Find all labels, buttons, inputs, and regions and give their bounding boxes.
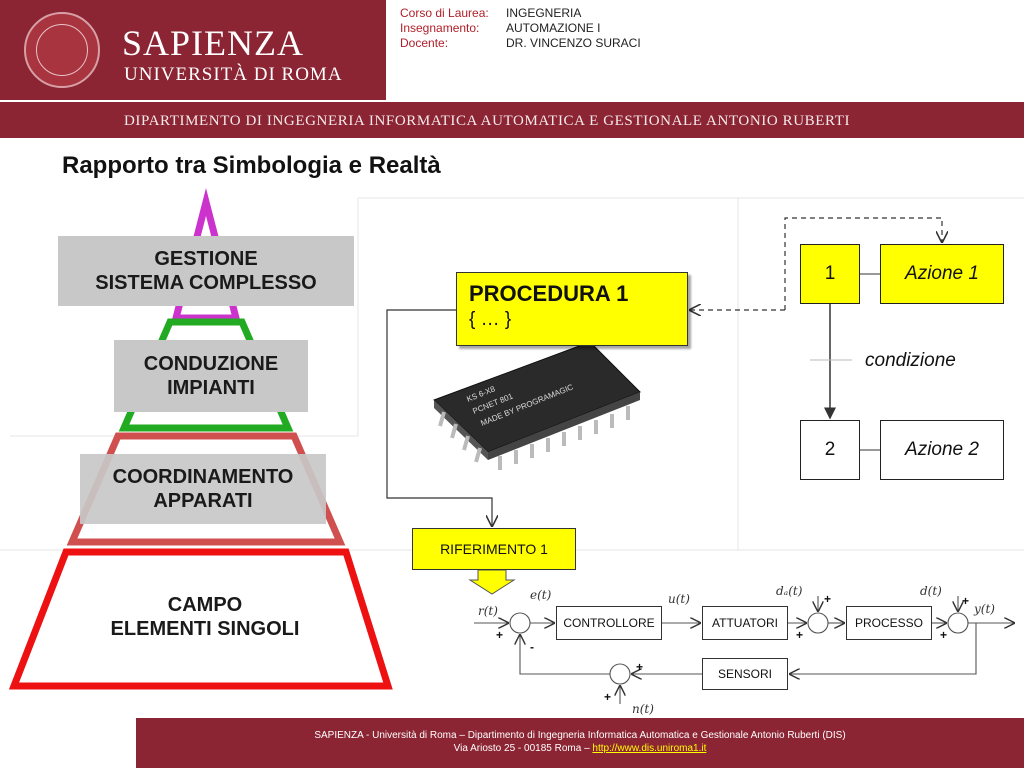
pyramid-label-conduzione: CONDUZIONE IMPIANTI (114, 340, 308, 412)
logo-subtitle: UNIVERSITÀ DI ROMA (124, 64, 343, 85)
slide-title: Rapporto tra Simbologia e Realtà (62, 152, 441, 179)
pyramid-label-gestione: GESTIONE SISTEMA COMPLESSO (58, 236, 354, 306)
course-row: Docente: DR. VINCENZO SURACI (400, 36, 641, 51)
seal-inner-ring (36, 24, 88, 76)
step-2-box: 2 (800, 420, 860, 480)
procedure-body: { … } (469, 309, 512, 330)
sign-minus: - (530, 640, 534, 654)
actuators-block: ATTUATORI (702, 606, 788, 640)
transition-condition: condizione (865, 350, 956, 371)
footer-address: Via Ariosto 25 - 00185 Roma – (453, 743, 593, 754)
step-1-box: 1 (800, 244, 860, 304)
course-label: Docente: (400, 36, 449, 50)
course-row: Insegnamento: AUTOMAZIONE I (400, 21, 641, 36)
department-bar (0, 102, 1024, 138)
procedure-to-reference-arrow (386, 309, 492, 526)
course-label: Corso di Laurea: (400, 6, 489, 20)
footer-line-1: SAPIENZA - Università di Roma – Dipartim… (314, 730, 846, 741)
control-loop-diagram (474, 596, 1014, 704)
sign-plus: + (604, 690, 612, 704)
process-block: PROCESSO (846, 606, 932, 640)
sign-plus: + (962, 594, 970, 608)
down-arrow-icon (468, 569, 516, 595)
sensors-block: SENSORI (702, 658, 788, 690)
controller-block: CONTROLLORE (556, 606, 662, 640)
footer-bar (136, 718, 1024, 768)
procedure-title: PROCEDURA 1 (469, 281, 629, 306)
signal-e: e(t) (530, 588, 552, 602)
signal-r: r(t) (478, 604, 498, 618)
sign-plus: + (796, 628, 804, 642)
footer-line-2: Via Ariosto 25 - 00185 Roma – http://www… (136, 743, 1024, 754)
signal-da: dₐ(t) (776, 584, 803, 598)
sign-plus: + (496, 628, 504, 642)
pyramid-label-text: GESTIONE SISTEMA COMPLESSO (95, 248, 317, 294)
pyramid-label-text: CONDUZIONE IMPIANTI (143, 353, 279, 399)
logo-name: SAPIENZA (122, 23, 305, 63)
sign-plus: + (940, 628, 948, 642)
pyramid-level-campo (8, 548, 393, 690)
procedure-box: PROCEDURA 1 { … } (456, 272, 688, 346)
pyramid-label-campo: CAMPO ELEMENTI SINGOLI (70, 584, 340, 650)
pyramid-label-text: COORDINAMENTO APPARATI (112, 466, 294, 512)
course-info: Corso di Laurea: INGEGNERIA Insegnamento… (400, 6, 641, 51)
signal-u: u(t) (668, 592, 690, 606)
sign-plus: + (824, 592, 832, 606)
microchip-icon: KS 6-X8 PCNET 801 MADE BY PROGRAMAGIC (433, 341, 641, 470)
sign-plus: + (636, 660, 644, 674)
signal-y: y(t) (974, 602, 995, 616)
signal-d: d(t) (920, 584, 942, 598)
course-value: INGEGNERIA (506, 6, 582, 20)
course-value: DR. VINCENZO SURACI (506, 36, 641, 50)
pyramid-label-coordinamento: COORDINAMENTO APPARATI (80, 454, 326, 524)
signal-n: n(t) (632, 702, 654, 716)
action-2-box: Azione 2 (880, 420, 1004, 480)
department-name: DIPARTIMENTO DI INGEGNERIA INFORMATICA A… (124, 113, 851, 129)
action-1-box: Azione 1 (880, 244, 1004, 304)
course-value: AUTOMAZIONE I (506, 21, 601, 35)
course-row: Corso di Laurea: INGEGNERIA (400, 6, 641, 21)
reference-box: RIFERIMENTO 1 (412, 528, 576, 570)
dashed-action-link (784, 217, 942, 310)
pyramid-label-text: CAMPO ELEMENTI SINGOLI (110, 594, 300, 640)
footer-website-link[interactable]: http://www.dis.uniroma1.it (592, 743, 707, 754)
course-label: Insegnamento: (400, 21, 480, 35)
